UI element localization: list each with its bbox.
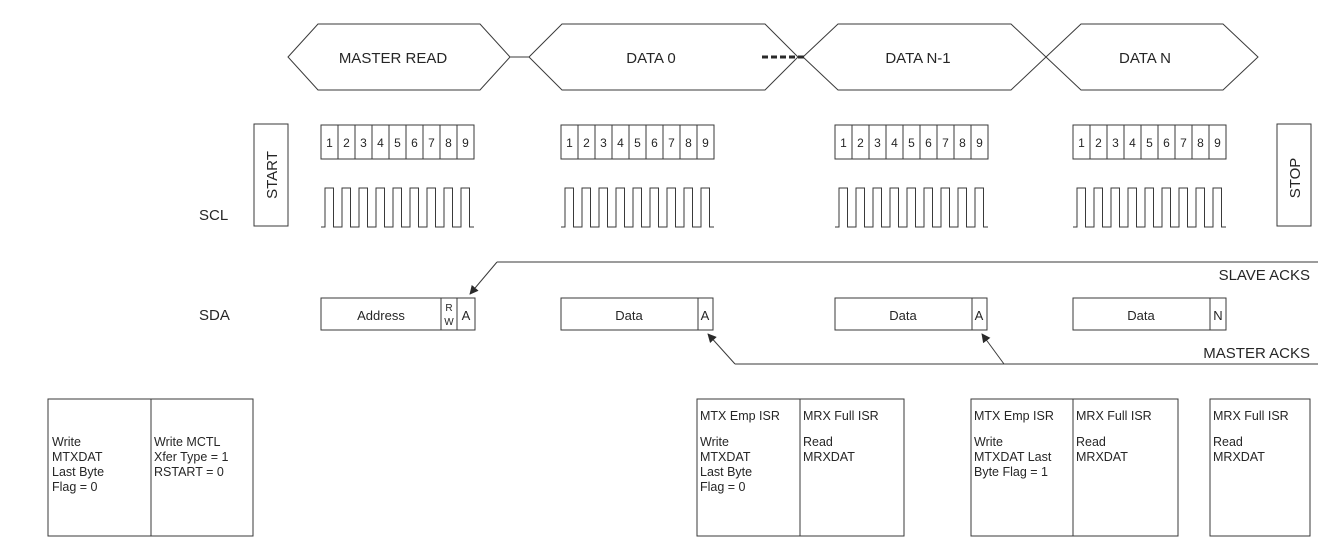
bit-number-label: 3 (1112, 136, 1119, 150)
sda-nack-label: N (1213, 308, 1222, 323)
bit-number-label: 3 (874, 136, 881, 150)
bit-number-label: 2 (343, 136, 350, 150)
bit-number-label: 7 (428, 136, 435, 150)
bit-number-label: 4 (377, 136, 384, 150)
bit-number-label: 9 (462, 136, 469, 150)
slave-acks-label: SLAVE ACKS (1219, 267, 1310, 284)
bit-number-label: 8 (959, 136, 966, 150)
bit-number-label: 9 (1214, 136, 1221, 150)
sda-frame-data-0: Data A (560, 297, 714, 331)
bit-number-label: 6 (925, 136, 932, 150)
scl-clock-pulse-train (1073, 187, 1226, 228)
bit-number-label: 2 (857, 136, 864, 150)
sda-ack-label: A (462, 308, 471, 323)
phase-label-master-read: MASTER READ (339, 50, 448, 67)
bit-number-label: 7 (942, 136, 949, 150)
bit-number-label: 1 (840, 136, 847, 150)
bit-number-label: 1 (326, 136, 333, 150)
bit-number-label: 7 (1180, 136, 1187, 150)
isr-box-group-3 (970, 398, 1179, 537)
stop-condition-box (1276, 123, 1312, 227)
phase-label-data-n-1: DATA N-1 (885, 50, 950, 67)
sda-frame-data-n: Data N (1072, 297, 1227, 331)
sda-frame-address: Address R W A (320, 297, 476, 331)
bit-number-label: 5 (634, 136, 641, 150)
isr-box-group-2 (696, 398, 905, 537)
bit-number-label: 1 (566, 136, 573, 150)
bit-number-label: 6 (411, 136, 418, 150)
scl-label: SCL (199, 207, 228, 224)
bit-number-label: 7 (668, 136, 675, 150)
start-label: START (264, 151, 281, 199)
sda-data-label: Data (615, 308, 643, 323)
bit-number-label: 4 (891, 136, 898, 150)
scl-clock-pulse-train (321, 187, 474, 228)
sda-rw-w-label: W (444, 317, 454, 328)
bit-number-label: 1 (1078, 136, 1085, 150)
bit-number-label: 4 (1129, 136, 1136, 150)
phase-label-data-0: DATA 0 (626, 50, 675, 67)
bit-number-label: 9 (702, 136, 709, 150)
bit-number-label: 8 (685, 136, 692, 150)
bit-number-label: 9 (976, 136, 983, 150)
phase-hexagon-data-n (1045, 23, 1259, 91)
sda-label: SDA (199, 307, 230, 324)
bit-cell (456, 124, 475, 160)
bit-number-label: 5 (908, 136, 915, 150)
stop-label: STOP (1287, 158, 1304, 199)
bit-number-label: 5 (1146, 136, 1153, 150)
bit-number-label: 2 (1095, 136, 1102, 150)
sda-data-label: Data (1127, 308, 1155, 323)
scl-clock-trains (321, 187, 1226, 228)
sda-address-label: Address (357, 308, 405, 323)
scl-clock-pulse-train (835, 187, 988, 228)
bit-number-label: 3 (600, 136, 607, 150)
sda-rw-r-label: R (445, 303, 452, 314)
scl-clock-pulse-train (561, 187, 714, 228)
master-acks-arrows (707, 333, 1318, 365)
bit-number-label: 6 (1163, 136, 1170, 150)
bit-number-label: 4 (617, 136, 624, 150)
sda-ack-label: A (701, 308, 710, 323)
master-acks-label: MASTER ACKS (1203, 345, 1310, 362)
isr-box-group-4 (1209, 398, 1311, 537)
isr-box-group-1 (47, 398, 254, 537)
bit-number-label: 5 (394, 136, 401, 150)
start-condition-box (253, 123, 289, 227)
sda-frame-data-n-1: Data A (834, 297, 988, 331)
bit-number-label: 3 (360, 136, 367, 150)
sda-data-label: Data (889, 308, 917, 323)
bit-cell (970, 124, 989, 160)
bit-number-label: 6 (651, 136, 658, 150)
phase-label-data-n: DATA N (1119, 50, 1171, 67)
slave-acks-arrow (469, 261, 1318, 295)
bit-number-label: 2 (583, 136, 590, 150)
bit-cell (1208, 124, 1227, 160)
bit-cell (696, 124, 715, 160)
bit-number-label: 8 (1197, 136, 1204, 150)
sda-ack-label: A (975, 308, 984, 323)
bit-number-label: 8 (445, 136, 452, 150)
